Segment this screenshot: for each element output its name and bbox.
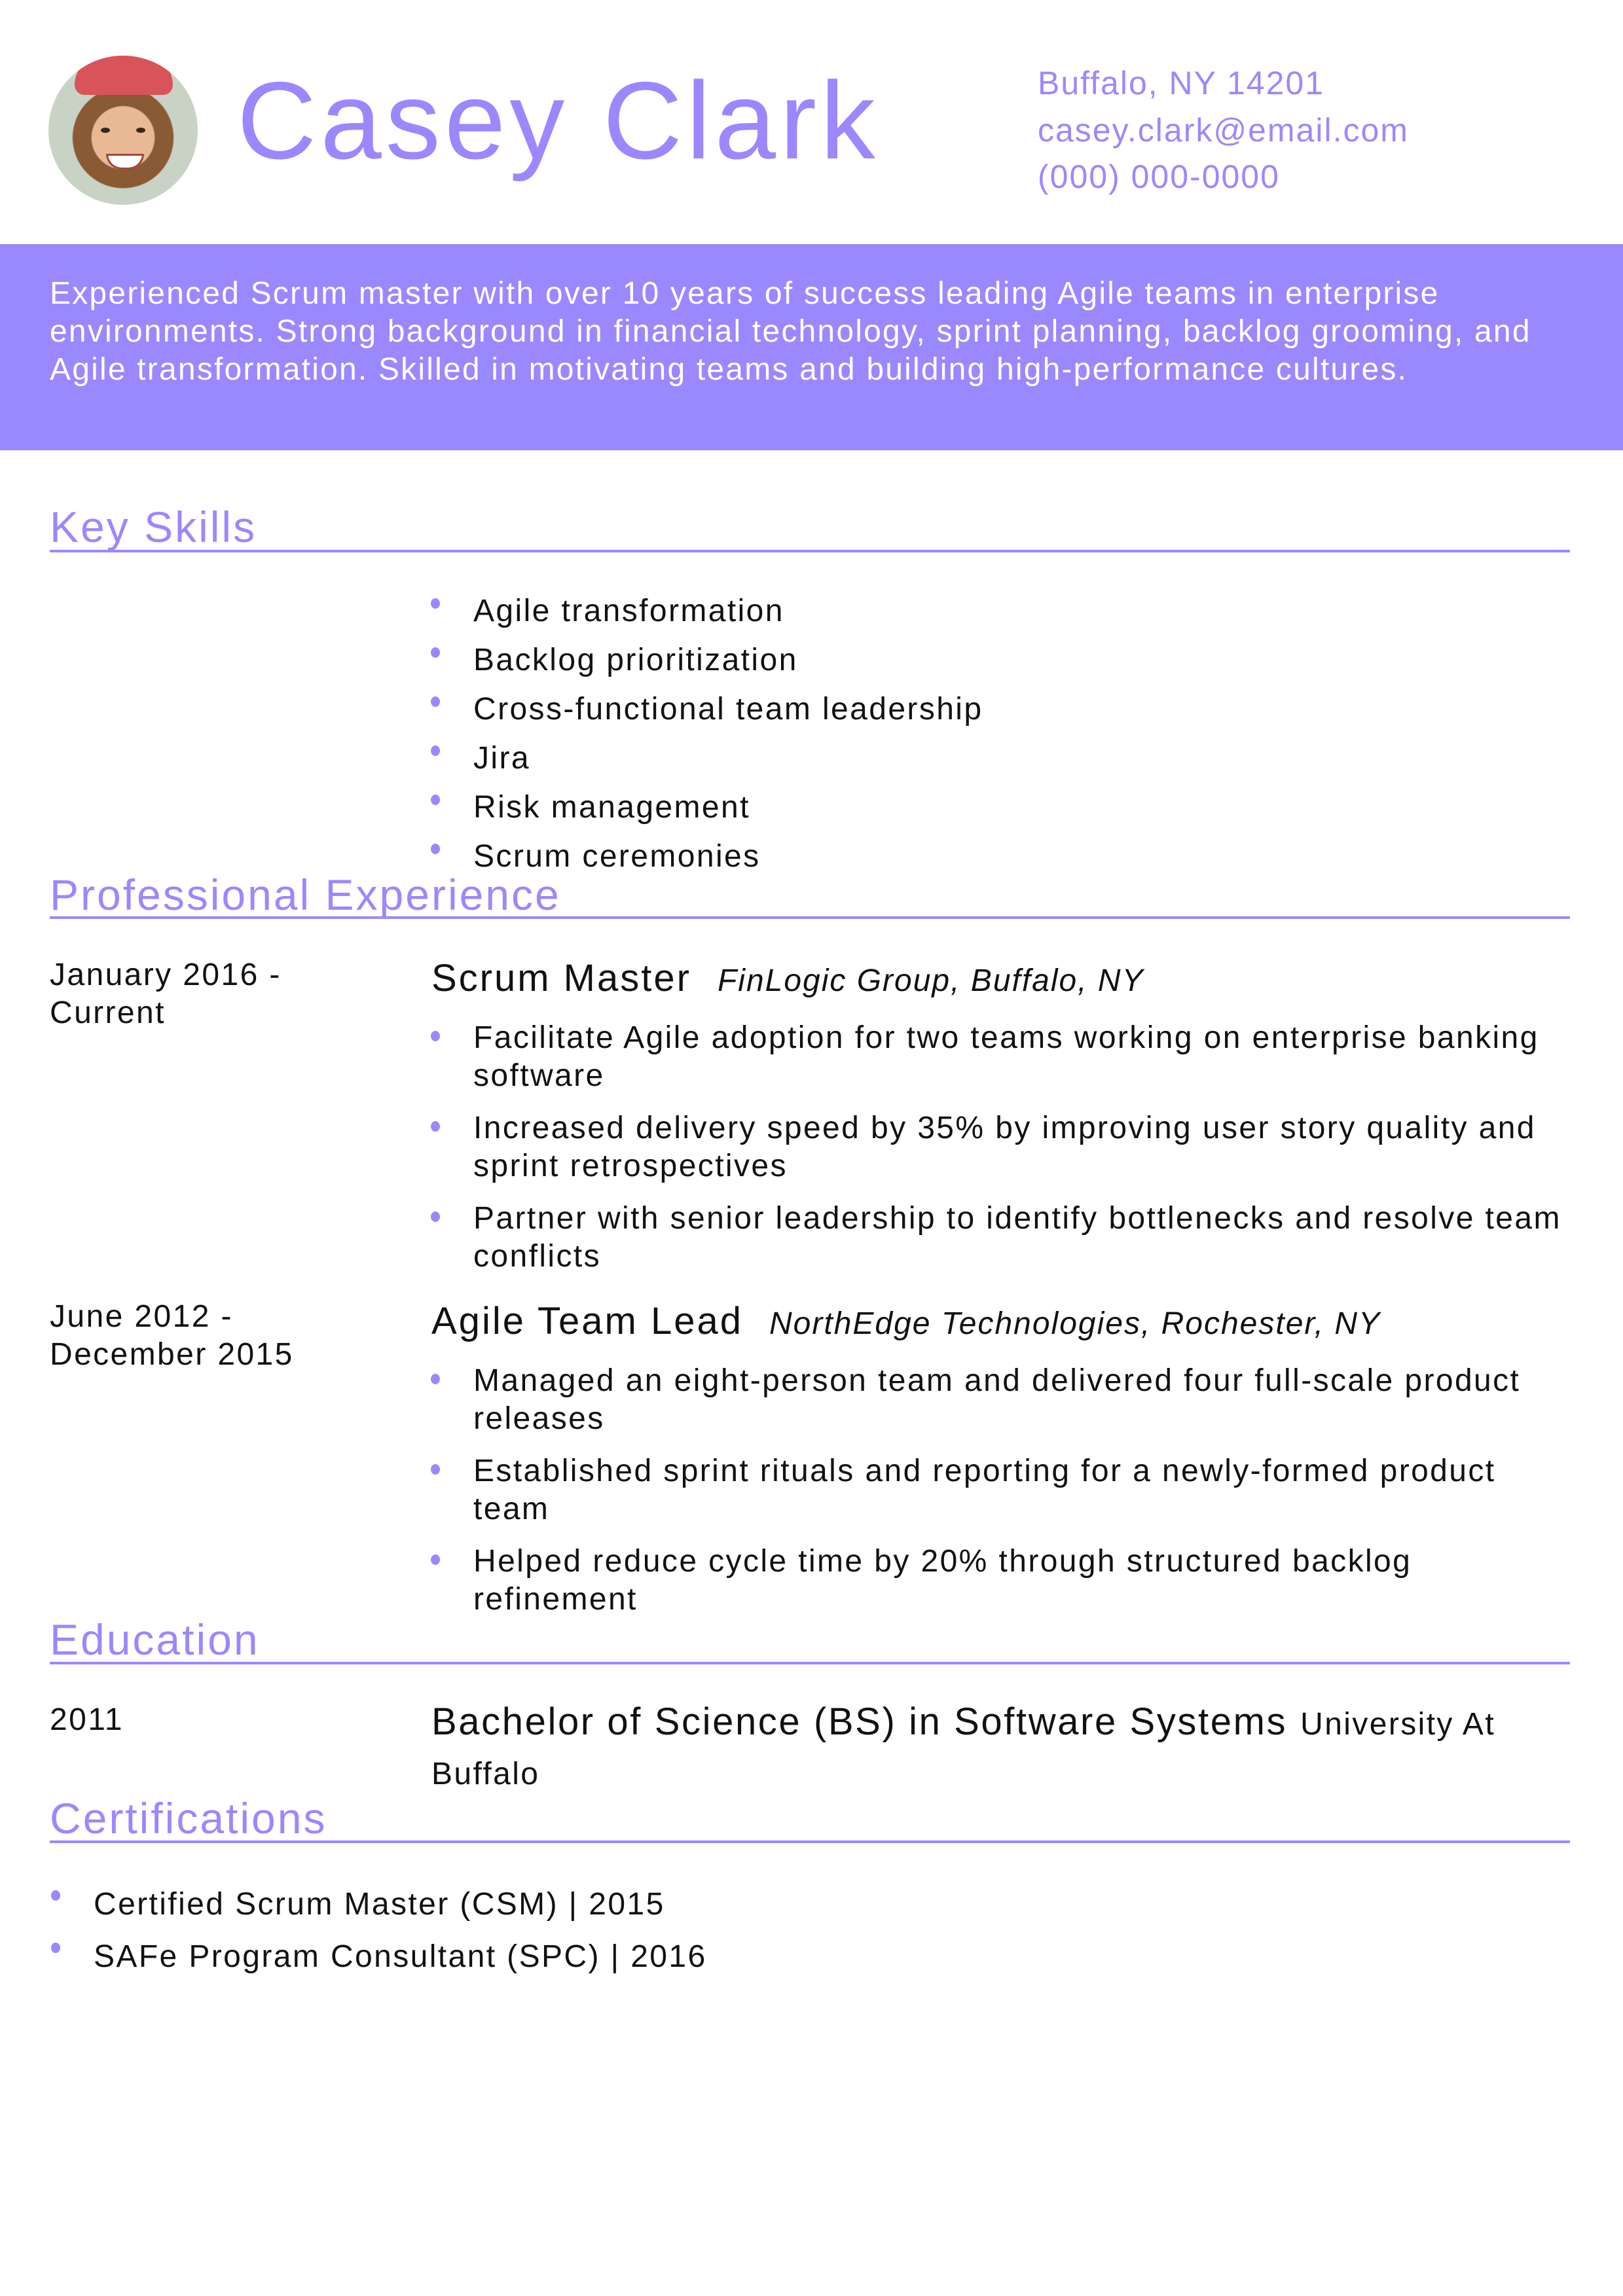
job-dates: January 2016 - Current	[50, 958, 282, 1030]
skill-item: Risk management	[430, 783, 983, 832]
job-bullet: Helped reduce cycle time by 20% through …	[431, 1543, 1580, 1619]
skill-item: Scrum ceremonies	[430, 832, 983, 881]
education-entry: Bachelor of Science (BS) in Software Sys…	[431, 1698, 1571, 1798]
skills-list: Agile transformation Backlog prioritizat…	[430, 586, 983, 881]
section-heading-education: Education	[50, 1615, 260, 1664]
summary-band	[0, 244, 1623, 450]
job-bullets: Facilitate Agile adoption for two teams …	[431, 1019, 1580, 1290]
section-divider	[50, 550, 1570, 552]
candidate-name: Casey Clark	[237, 59, 879, 182]
job-bullets: Managed an eight-person team and deliver…	[431, 1362, 1580, 1633]
skill-item: Cross-functional team leadership	[430, 685, 983, 734]
job-title: Agile Team Lead	[431, 1300, 744, 1342]
job-bullet: Facilitate Agile adoption for two teams …	[431, 1019, 1580, 1095]
summary-text: Experienced Scrum master with over 10 ye…	[50, 276, 1531, 387]
job-company: FinLogic Group, Buffalo, NY	[717, 963, 1144, 998]
skill-item: Agile transformation	[430, 586, 983, 636]
section-divider	[50, 916, 1570, 919]
job-bullet: Increased delivery speed by 35% by impro…	[431, 1109, 1580, 1185]
job-dates: June 2012 - December 2015	[50, 1299, 294, 1372]
phone: (000) 000-0000	[1038, 158, 1280, 195]
address: Buffalo, NY 14201	[1038, 65, 1325, 101]
job-title-row: Agile Team Lead NorthEdge Technologies, R…	[431, 1302, 1381, 1340]
section-divider	[50, 1662, 1570, 1664]
section-heading-experience: Professional Experience	[50, 870, 561, 919]
job-bullet: Managed an eight-person team and deliver…	[431, 1362, 1580, 1438]
skill-item: Backlog prioritization	[430, 636, 983, 685]
school: University At Buffalo	[431, 1707, 1496, 1791]
section-heading-skills: Key Skills	[50, 503, 257, 551]
job-title-row: Scrum Master FinLogic Group, Buffalo, NY	[431, 960, 1144, 997]
certification-item: Certified Scrum Master (CSM) | 2015	[51, 1878, 707, 1931]
section-divider	[50, 1840, 1570, 1843]
certifications-list: Certified Scrum Master (CSM) | 2015 SAFe…	[51, 1878, 707, 1983]
job-bullet: Partner with senior leadership to identi…	[431, 1200, 1580, 1276]
certification-item: SAFe Program Consultant (SPC) | 2016	[51, 1931, 707, 1983]
job-title: Scrum Master	[431, 957, 691, 999]
job-bullet: Established sprint rituals and reporting…	[431, 1452, 1580, 1528]
education-year: 2011	[50, 1702, 124, 1737]
section-heading-certifications: Certifications	[50, 1794, 327, 1842]
profile-photo	[48, 56, 198, 205]
email[interactable]: casey.clark@email.com	[1038, 112, 1409, 149]
skill-item: Jira	[430, 734, 983, 783]
job-company: NorthEdge Technologies, Rochester, NY	[769, 1306, 1381, 1341]
degree: Bachelor of Science (BS) in Software Sys…	[431, 1700, 1288, 1743]
